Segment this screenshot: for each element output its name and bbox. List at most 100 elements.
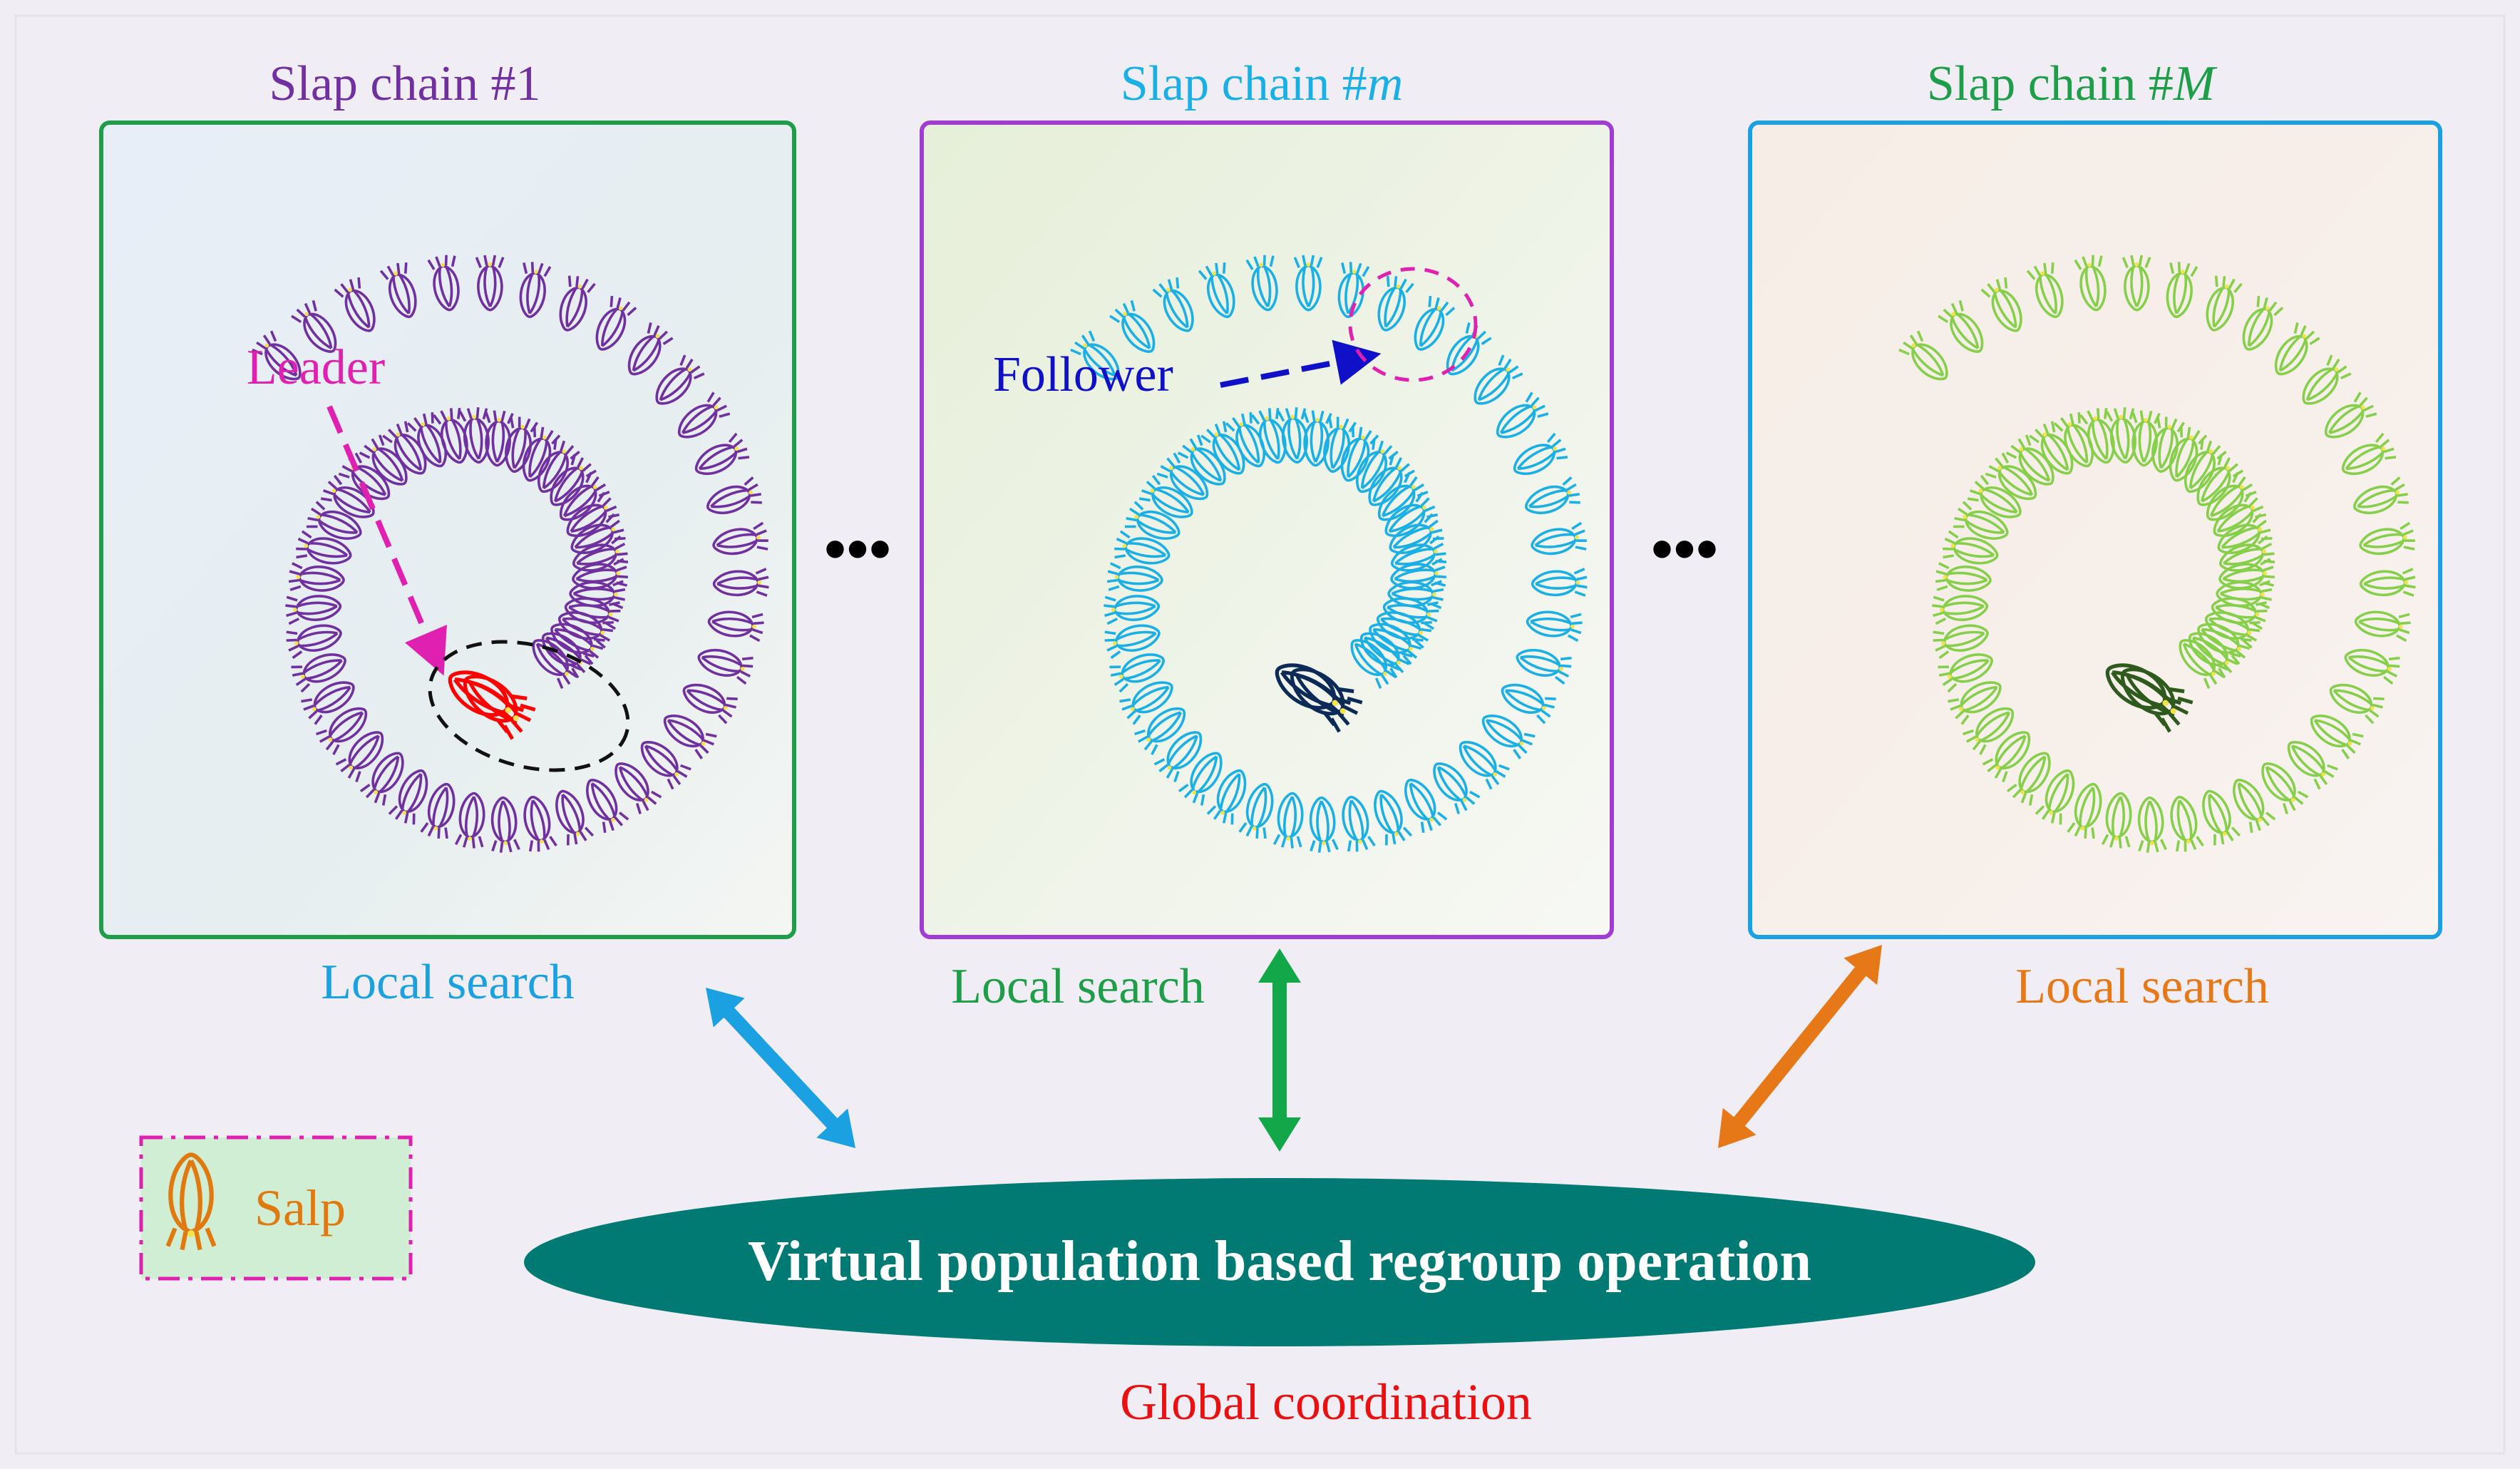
panel-chain-1 (99, 121, 796, 939)
salp-icon (707, 610, 764, 643)
salp-icon (1531, 568, 1588, 597)
panel-chain-M (1748, 121, 2442, 939)
salp-icon (475, 255, 505, 312)
salp-icon (1948, 681, 2002, 725)
leader-label: Leader (247, 340, 385, 395)
salp-icon (1350, 639, 1400, 690)
ellipsis-2: ••• (1651, 514, 1719, 585)
salp-icon (1531, 521, 1587, 556)
frame (14, 14, 2506, 1455)
salp-icon (1524, 476, 1580, 515)
salp-icon (1963, 707, 2015, 755)
local-search-label-m: Local search (951, 959, 1205, 1014)
salp-icon (2324, 391, 2377, 439)
salp-icon (320, 474, 375, 518)
salp-icon (682, 683, 738, 725)
ellipsis-1: ••• (824, 514, 892, 585)
salp-icon (359, 752, 404, 806)
salp-icon (316, 707, 368, 755)
salp-icon (2341, 432, 2397, 476)
salp-icon (532, 639, 582, 690)
salp-icon (1119, 681, 1173, 725)
salp-icon (338, 452, 391, 501)
salp-icon (2359, 568, 2416, 597)
salp-icon (1156, 452, 1209, 501)
salp-icon (586, 779, 629, 834)
salp-icon (1985, 452, 2037, 501)
salp-icon (2137, 796, 2167, 853)
salp-icon (285, 595, 342, 625)
salp-icon (2261, 762, 2309, 814)
leader-salp-icon (463, 675, 536, 740)
salp-icon (1459, 741, 1510, 790)
salp-icon (2329, 683, 2385, 725)
salp-icon (1178, 752, 1223, 806)
salp-icon (1272, 792, 1304, 849)
salp-icon (458, 407, 490, 464)
leader-salp-icon (1275, 663, 1363, 733)
salp-icon (1943, 530, 1999, 565)
salp-icon (1134, 707, 1186, 755)
salp-icon (595, 295, 637, 351)
salp-icon (2026, 262, 2064, 319)
leader-salp-icon (1290, 667, 1363, 733)
salp-chain-spiral-M (1898, 255, 2416, 853)
salp-icon (2029, 421, 2074, 475)
salp-icon (1245, 255, 1278, 312)
follower-arrow (1220, 339, 1382, 388)
salp-icon (420, 782, 456, 839)
salp-icon (291, 300, 337, 353)
salp-chain-spiral-m (1070, 255, 1588, 853)
salp-icon (1446, 322, 1492, 376)
salp-icon (490, 796, 520, 853)
legend-box (139, 1135, 413, 1281)
salp-icon (2274, 322, 2320, 376)
salp-icon (627, 322, 674, 376)
salp-icon (614, 762, 662, 814)
salp-icon (1225, 412, 1265, 468)
salp-icon (1200, 421, 1245, 475)
regroup-operation-ellipse (524, 1178, 2035, 1346)
salp-icon (2122, 255, 2151, 312)
chain-title-m: Slap chain #m (1121, 56, 1404, 111)
salp-icon (1526, 610, 1583, 643)
salp-icon (1938, 653, 1993, 693)
regroup-operation-label: Virtual population based regroup operati… (748, 1230, 1811, 1293)
salp-icon (1953, 501, 2009, 540)
leader-highlight-ellipse (428, 640, 630, 772)
salp-icon (1414, 295, 1456, 351)
salp-icon (2218, 535, 2275, 572)
salp-icon (1513, 432, 1568, 476)
salp-icon (572, 535, 629, 572)
salp-icon (559, 275, 596, 332)
salp-icon (1938, 300, 1984, 353)
salp-icon (1198, 262, 1235, 319)
salp-icon (1337, 262, 1370, 319)
salp-icon (2067, 782, 2102, 839)
salp-icon (523, 795, 557, 852)
salp-icon (1114, 530, 1171, 565)
local-search-label-M: Local search (2015, 959, 2269, 1014)
salp-icon (307, 501, 362, 540)
salp-icon (697, 649, 754, 685)
salp-icon (712, 568, 769, 597)
salp-icon (1374, 789, 1413, 846)
salp-chain-spiral-1 (252, 255, 769, 853)
salp-icon (1138, 474, 1193, 518)
salp-icon (2035, 769, 2075, 825)
salp-icon (1106, 562, 1163, 592)
salp-icon (1481, 715, 1536, 759)
salp-icon (335, 731, 384, 782)
salp-icon (1293, 255, 1323, 312)
salp-icon (2005, 434, 2054, 486)
salp-icon (2202, 789, 2241, 846)
salp-icon (1932, 595, 1989, 625)
salp-icon (286, 624, 342, 660)
salp-icon (288, 562, 345, 592)
salp-icon (1433, 762, 1481, 814)
salp-icon (1474, 354, 1523, 405)
salp-icon (2233, 779, 2276, 834)
salp-icon (1177, 434, 1226, 486)
panel-chain-m (920, 121, 1614, 939)
